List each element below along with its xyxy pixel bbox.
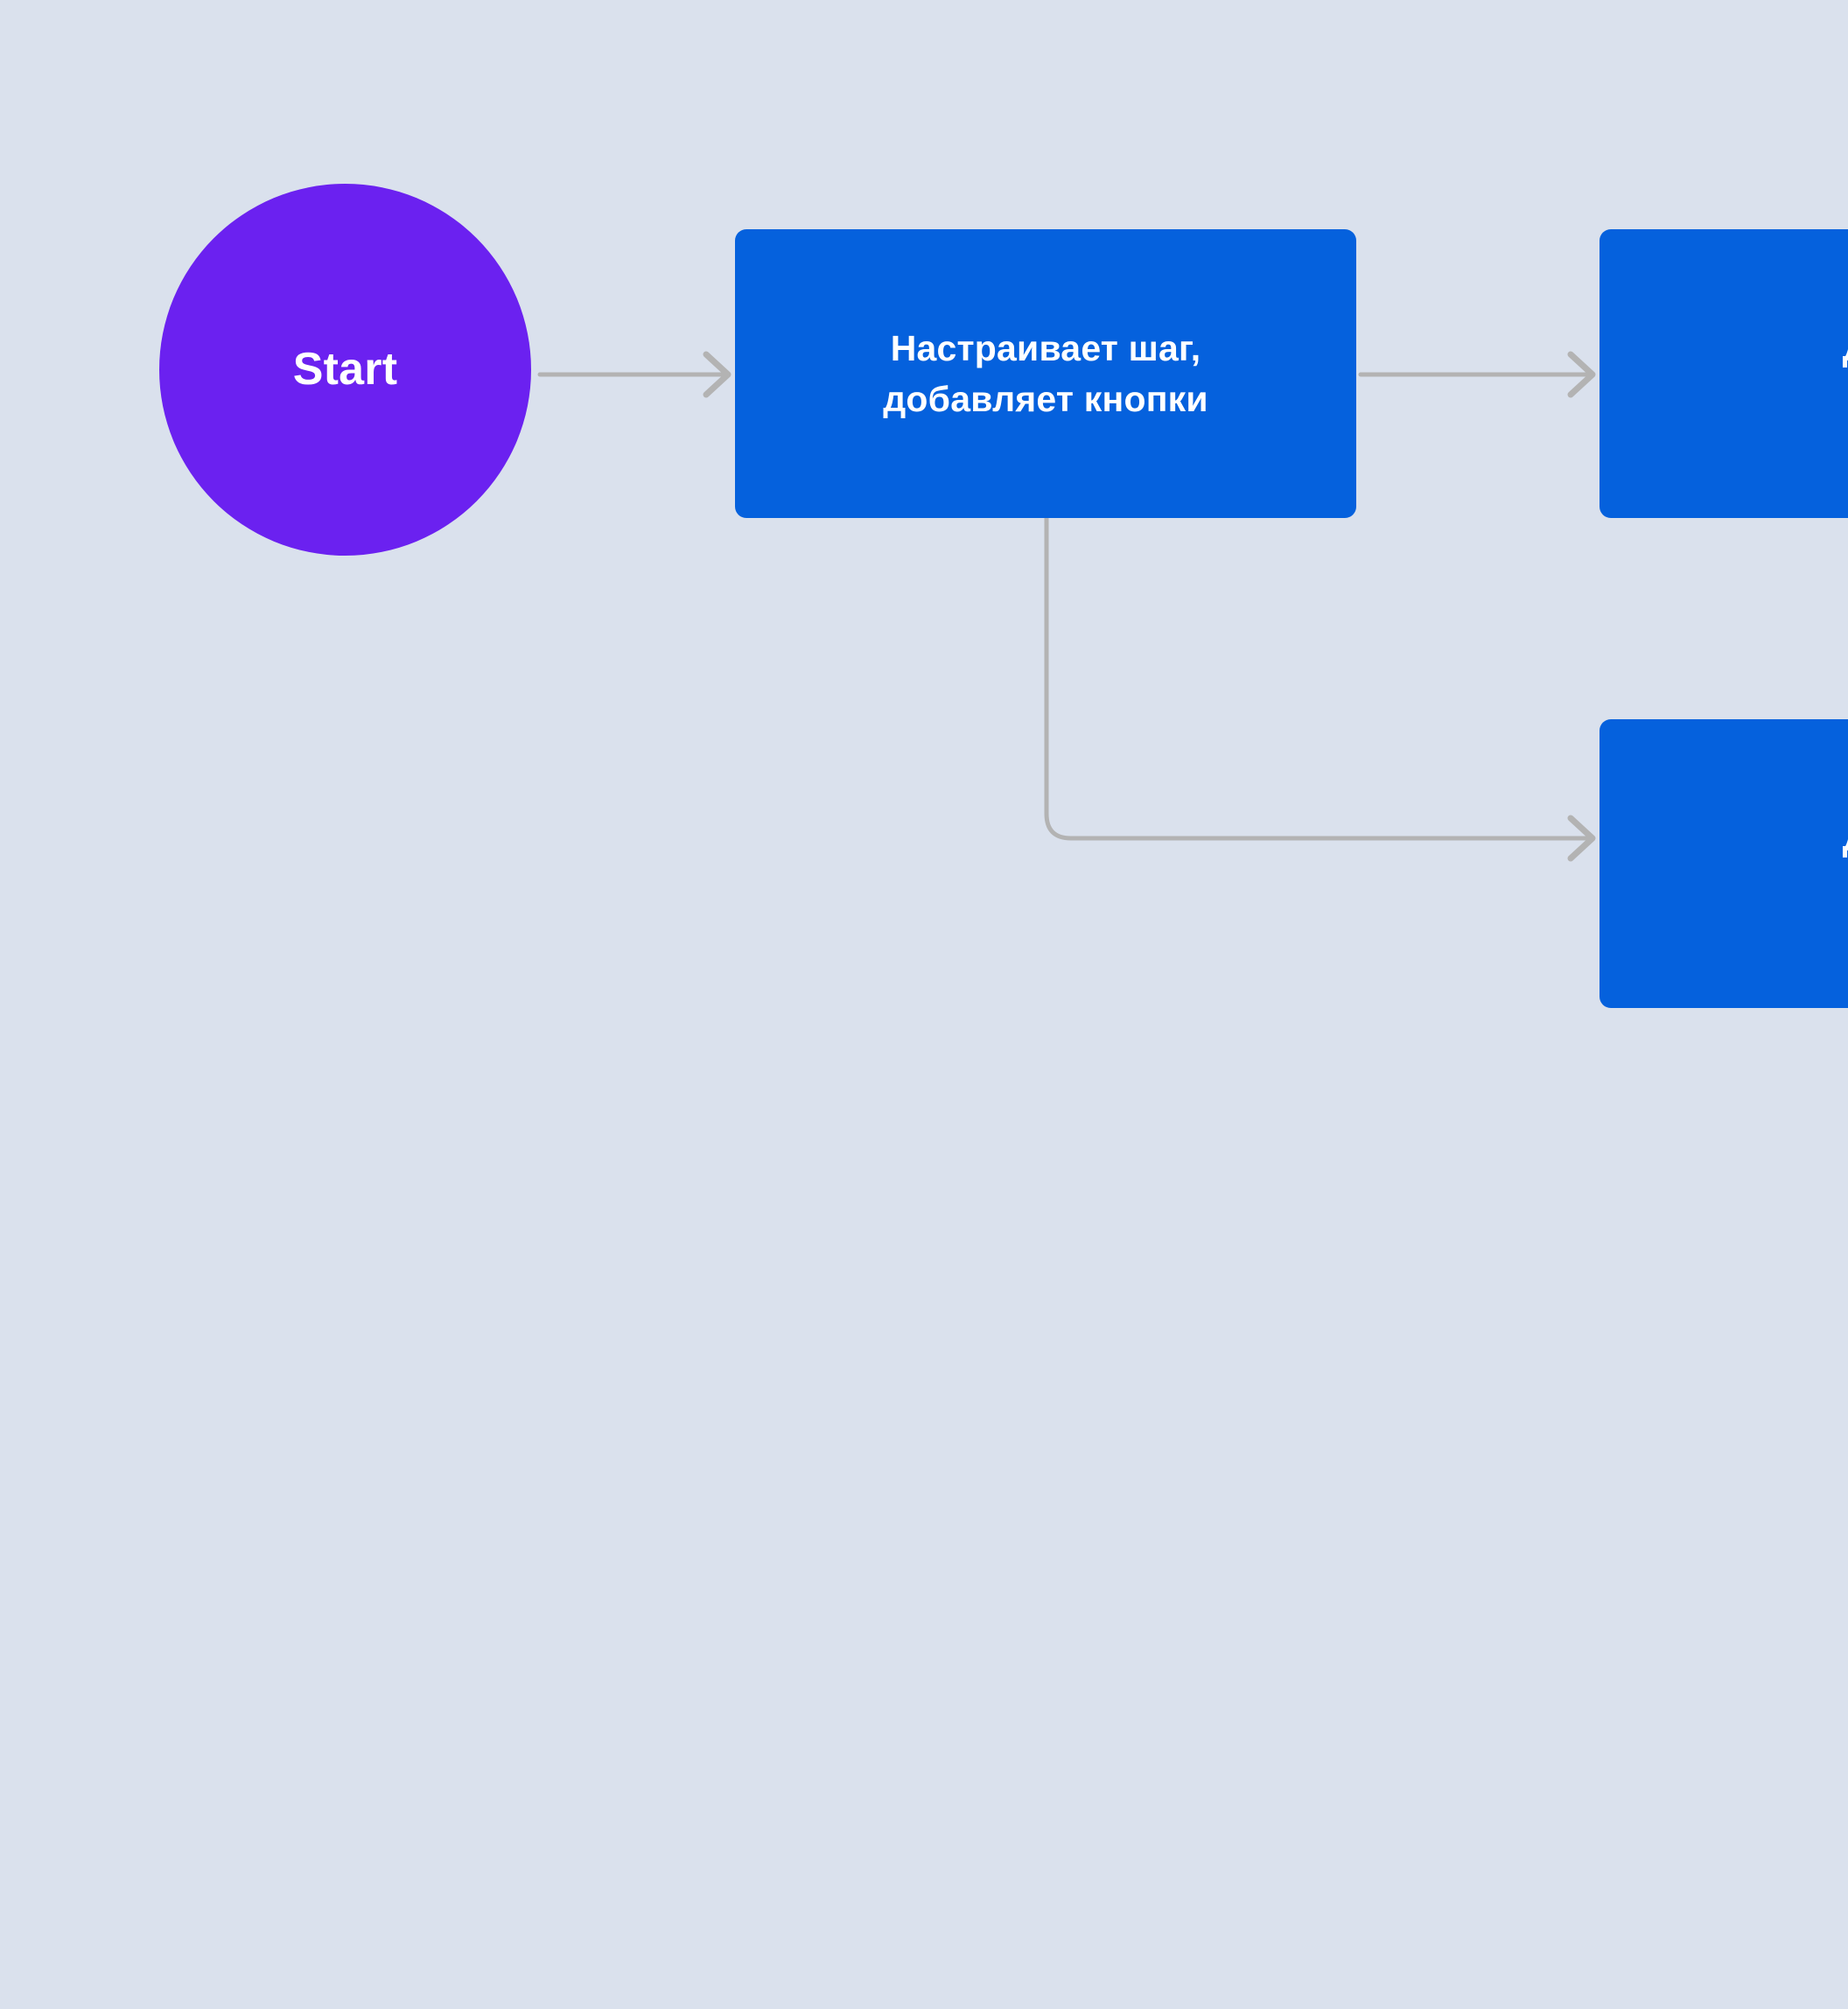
arrowhead-icon <box>1567 351 1596 398</box>
arrowhead-icon <box>703 351 732 398</box>
node-add-step-bottom[interactable]: Добавл шаг из <box>1600 719 1848 1008</box>
edge-start-to-configure <box>537 351 732 398</box>
node-configure-step[interactable]: Настраивает шаг, добавляет кнопки <box>735 229 1356 518</box>
arrowhead-icon <box>1567 815 1596 862</box>
edge-configure-to-add-step-bottom <box>1044 515 1596 862</box>
node-add-step-top[interactable]: Добавл шаг из <box>1600 229 1848 518</box>
edge-configure-to-add-step-top <box>1358 351 1596 398</box>
edge-line <box>1044 515 1591 841</box>
node-start[interactable]: Start <box>159 184 531 556</box>
